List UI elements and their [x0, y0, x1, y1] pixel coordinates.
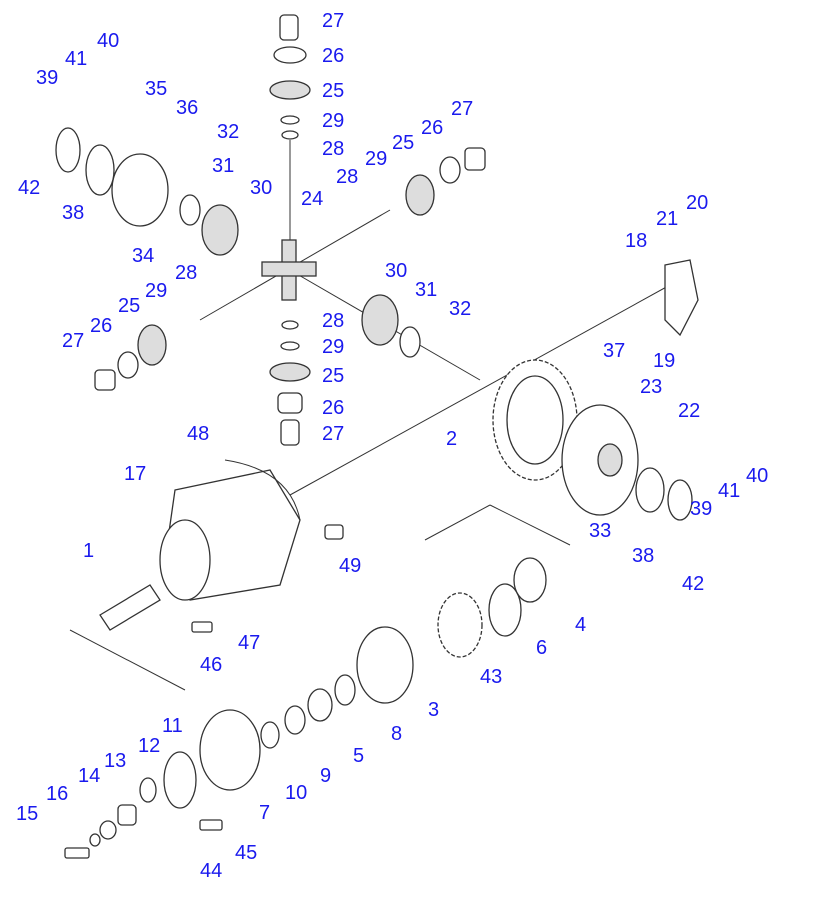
differential-case-left — [55, 127, 169, 227]
differential-case-right — [561, 404, 693, 521]
callout-26: 26 — [322, 397, 344, 419]
callout-29: 29 — [322, 336, 344, 358]
callout-36: 36 — [176, 97, 198, 119]
callout-13: 13 — [104, 750, 126, 772]
callout-28: 28 — [322, 138, 344, 160]
ring-gear — [492, 359, 578, 481]
callout-7: 7 — [259, 802, 270, 824]
callout-17: 17 — [124, 463, 146, 485]
callout-6: 6 — [536, 637, 547, 659]
callout-45: 45 — [235, 842, 257, 864]
pinion-cage-parts — [64, 557, 547, 859]
bearing-cap — [664, 259, 699, 337]
callout-24: 24 — [301, 188, 323, 210]
callout-38: 38 — [62, 202, 84, 224]
callout-30: 30 — [250, 177, 272, 199]
callout-21: 21 — [656, 208, 678, 230]
callout-15: 15 — [16, 803, 38, 825]
callout-48: 48 — [187, 423, 209, 445]
upper-pinion-stack — [269, 14, 311, 140]
callout-3: 3 — [428, 699, 439, 721]
callout-19: 19 — [653, 350, 675, 372]
callout-39: 39 — [36, 67, 58, 89]
callout-23: 23 — [640, 376, 662, 398]
callout-5: 5 — [353, 745, 364, 767]
callout-49: 49 — [339, 555, 361, 577]
callout-40: 40 — [97, 30, 119, 52]
callout-28: 28 — [336, 166, 358, 188]
callout-38: 38 — [632, 545, 654, 567]
callout-9: 9 — [320, 765, 331, 787]
callout-47: 47 — [238, 632, 260, 654]
callout-8: 8 — [391, 723, 402, 745]
callout-42: 42 — [18, 177, 40, 199]
callout-27: 27 — [322, 423, 344, 445]
callout-26: 26 — [322, 45, 344, 67]
callout-29: 29 — [322, 110, 344, 132]
callout-31: 31 — [415, 279, 437, 301]
callout-25: 25 — [322, 80, 344, 102]
spider-cross — [261, 239, 317, 301]
callout-26: 26 — [421, 117, 443, 139]
callout-11: 11 — [162, 715, 183, 737]
callout-40: 40 — [746, 465, 768, 487]
callout-26: 26 — [90, 315, 112, 337]
callout-18: 18 — [625, 230, 647, 252]
callout-42: 42 — [682, 573, 704, 595]
callout-4: 4 — [575, 614, 586, 636]
callout-43: 43 — [480, 666, 502, 688]
callout-35: 35 — [145, 78, 167, 100]
callout-28: 28 — [322, 310, 344, 332]
callout-25: 25 — [118, 295, 140, 317]
callout-31: 31 — [212, 155, 234, 177]
callout-27: 27 — [451, 98, 473, 120]
callout-labels: 27 26 25 29 28 40 41 39 35 36 32 31 30 4… — [16, 10, 768, 882]
lower-pinion-stack — [269, 320, 311, 446]
pinion-shaft — [99, 524, 344, 631]
callout-37: 37 — [603, 340, 625, 362]
side-gears — [94, 147, 486, 391]
callout-1: 1 — [83, 540, 94, 562]
callout-32: 32 — [449, 298, 471, 320]
callout-39: 39 — [690, 498, 712, 520]
callout-25: 25 — [392, 132, 414, 154]
callout-33: 33 — [589, 520, 611, 542]
callout-2: 2 — [446, 428, 457, 450]
callout-44: 44 — [200, 860, 222, 882]
callout-14: 14 — [78, 765, 100, 787]
housing — [159, 459, 301, 601]
callout-10: 10 — [285, 782, 307, 804]
callout-34: 34 — [132, 245, 154, 267]
callout-12: 12 — [138, 735, 160, 757]
callout-16: 16 — [46, 783, 68, 805]
callout-27: 27 — [62, 330, 84, 352]
callout-41: 41 — [65, 48, 87, 70]
callout-22: 22 — [678, 400, 700, 422]
callout-29: 29 — [365, 148, 387, 170]
callout-46: 46 — [200, 654, 222, 676]
callout-25: 25 — [322, 365, 344, 387]
callout-20: 20 — [686, 192, 708, 214]
callout-41: 41 — [718, 480, 740, 502]
callout-32: 32 — [217, 121, 239, 143]
callout-29: 29 — [145, 280, 167, 302]
callout-30: 30 — [385, 260, 407, 282]
callout-27: 27 — [322, 10, 344, 32]
callout-28: 28 — [175, 262, 197, 284]
